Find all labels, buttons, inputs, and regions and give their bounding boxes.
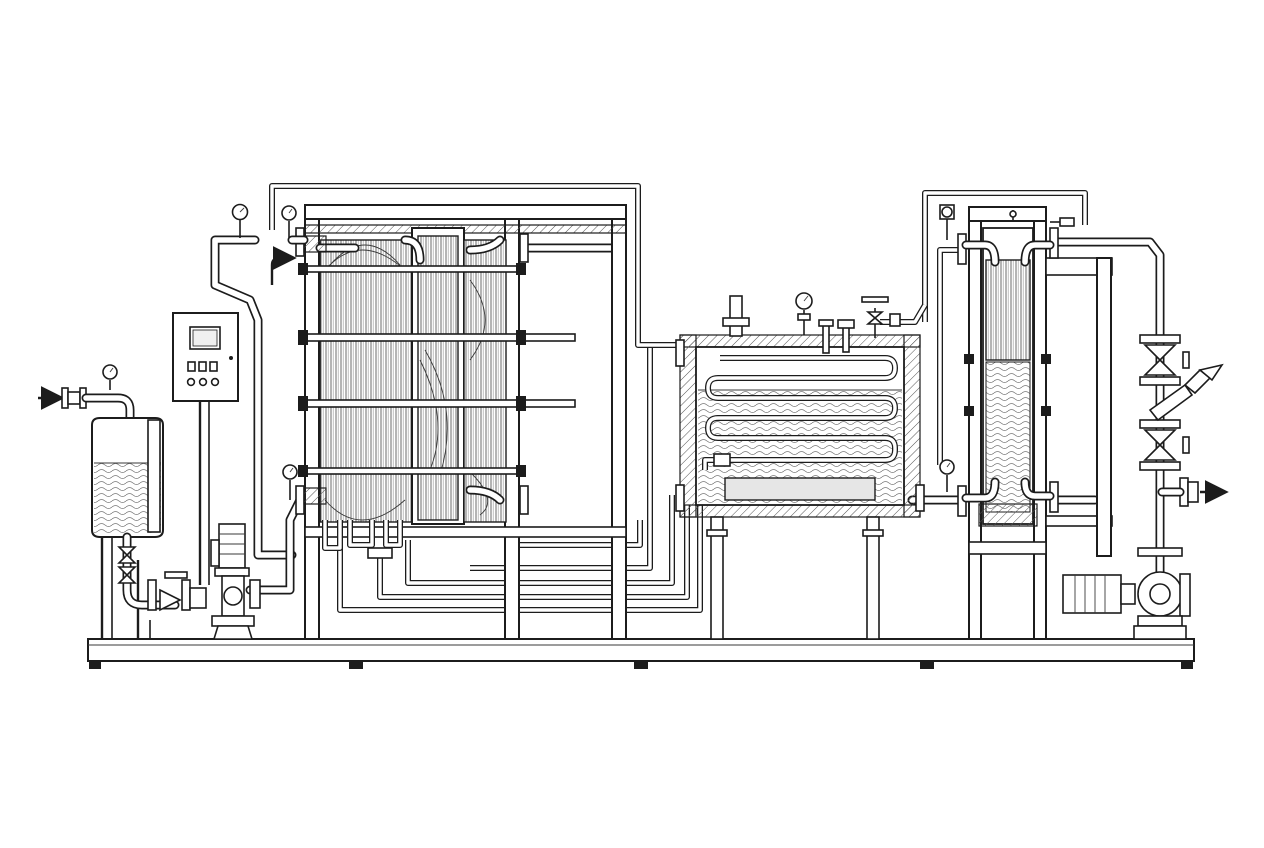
gate-valve-icon: [117, 546, 137, 564]
motor-icon: [218, 523, 246, 569]
feed-pump: [189, 523, 261, 640]
holding-tank-with-coil: [675, 292, 925, 640]
feed-inlet: [38, 364, 135, 444]
butterfly-valve-icon: [1143, 344, 1177, 376]
actuator-valve-icon: [1148, 383, 1194, 422]
temperature-gauge-icon: [941, 206, 953, 218]
balance-tank: [91, 417, 191, 639]
discharge-valves: [1139, 334, 1229, 507]
final-plate-exchanger: [939, 204, 1113, 640]
phe-inlet-details: [287, 235, 327, 505]
motor-icon: [1062, 574, 1122, 614]
plate-heat-exchanger: [231, 203, 627, 640]
control-panel: [172, 312, 239, 585]
base-frame: [87, 638, 1195, 669]
handwheel-icon: [861, 296, 889, 303]
indicator-light-icon: [186, 377, 196, 387]
discharge-pump: [1062, 547, 1191, 640]
